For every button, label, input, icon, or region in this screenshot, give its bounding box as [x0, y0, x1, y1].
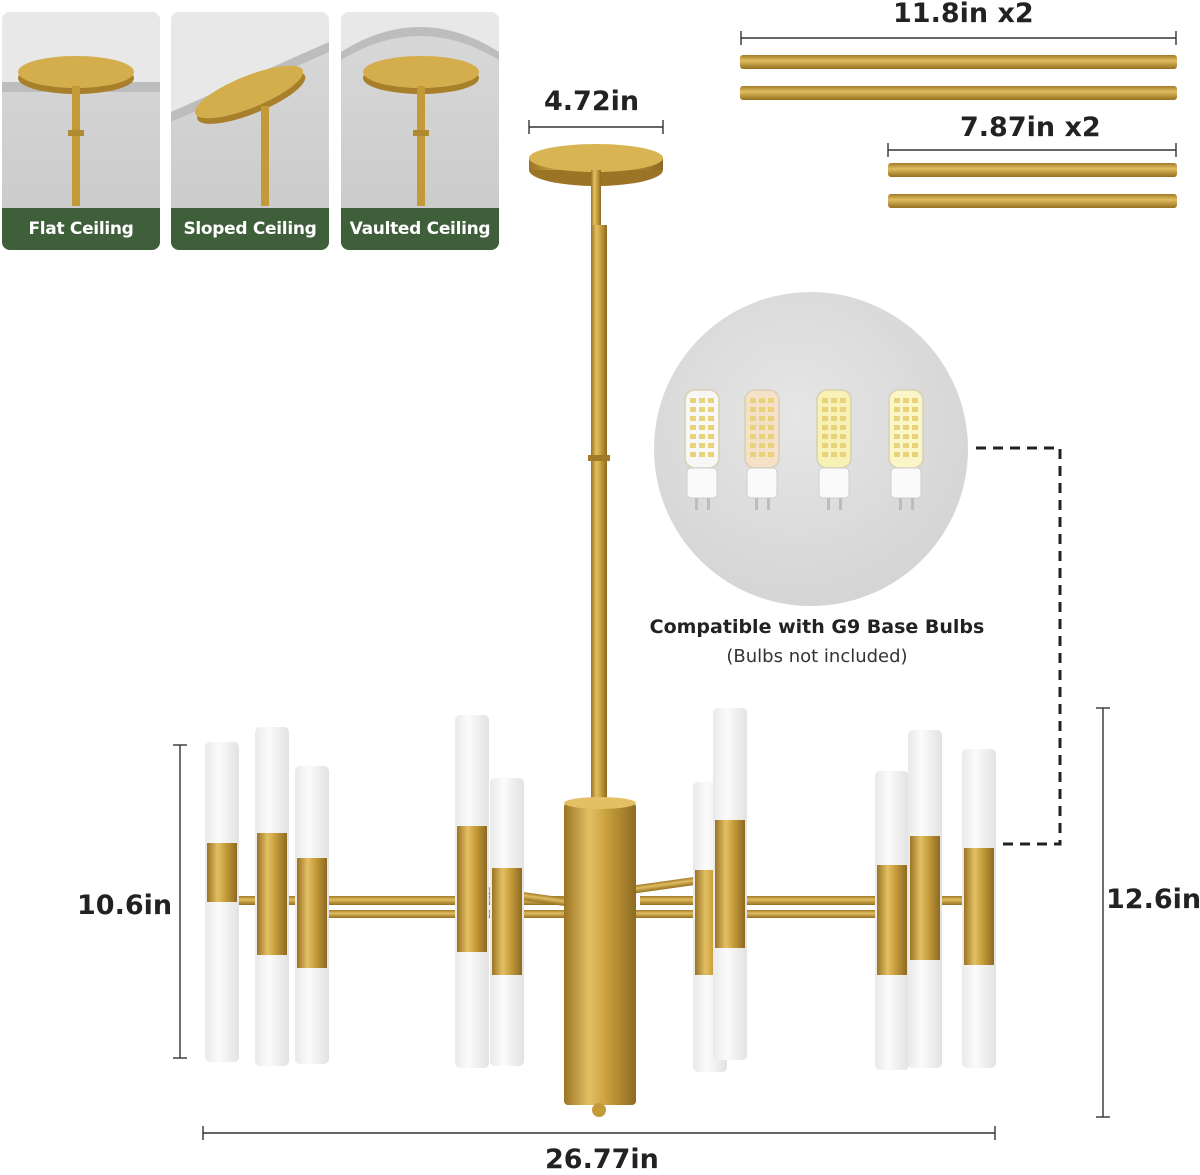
flat-ceiling-label: Flat Ceiling [2, 208, 160, 250]
brass-sleeve [207, 843, 237, 902]
g9-bulb-icon [888, 389, 924, 510]
light-arm [908, 730, 942, 1068]
width-dimension: 26.77in [545, 1144, 659, 1175]
canopy [529, 144, 663, 225]
center-body [564, 797, 636, 1117]
bulb-compatibility-circle [654, 292, 968, 606]
rod-long-dimension: 11.8in x2 [893, 0, 1034, 29]
g9-bulb-icon [744, 389, 780, 510]
brass-sleeve [257, 833, 287, 955]
body-height-dimension: 10.6in [77, 890, 173, 921]
down-rod [591, 225, 607, 805]
bulb-note-title: Compatible with G9 Base Bulbs [649, 616, 985, 638]
mount-option-sloped: Sloped Ceiling [171, 12, 329, 250]
light-arm [295, 766, 329, 1064]
light-arm [962, 749, 996, 1068]
bulb-note-subtitle: (Bulbs not included) [726, 646, 908, 667]
dimension-lines [173, 31, 1177, 1140]
canopy-width-dimension: 4.72in [544, 86, 640, 117]
sloped-ceiling-label: Sloped Ceiling [171, 208, 329, 250]
brass-sleeve [964, 848, 994, 965]
mount-option-flat: Flat Ceiling [2, 12, 160, 250]
rod-accessories [740, 55, 1177, 208]
light-arm [455, 715, 489, 1068]
brass-sleeve [457, 826, 487, 952]
brass-sleeve [297, 858, 327, 968]
brass-sleeve [877, 865, 907, 975]
vaulted-ceiling-illustration [341, 12, 499, 206]
brass-sleeve [715, 820, 745, 948]
g9-bulbs-illustration [684, 389, 924, 510]
brass-sleeve [492, 868, 522, 975]
light-fixtures [205, 708, 996, 1072]
mount-option-vaulted: Vaulted Ceiling [341, 12, 499, 250]
light-arm [875, 771, 909, 1070]
vaulted-ceiling-label: Vaulted Ceiling [341, 208, 499, 250]
total-height-dimension: 12.6in [1106, 884, 1200, 915]
g9-bulb-icon [684, 389, 720, 510]
light-arm [713, 708, 747, 1060]
light-arm [490, 778, 524, 1066]
g9-bulb-icon [816, 389, 852, 510]
light-arm [255, 727, 289, 1066]
sloped-ceiling-illustration [171, 12, 329, 206]
light-arm [205, 742, 239, 1062]
rod-short-dimension: 7.87in x2 [960, 112, 1101, 143]
flat-ceiling-illustration [2, 12, 160, 206]
brass-sleeve [910, 836, 940, 960]
